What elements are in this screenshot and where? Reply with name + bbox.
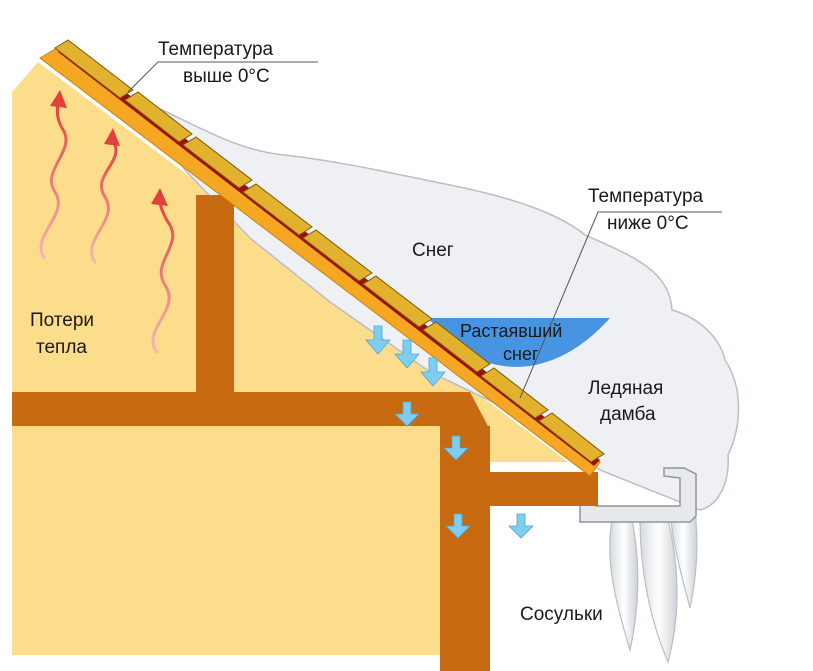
label-melted-line1: Растаявший bbox=[460, 321, 562, 341]
icicles bbox=[609, 509, 698, 664]
drip-arrow-6 bbox=[445, 513, 471, 539]
drip-arrow-7 bbox=[508, 513, 534, 539]
eave-joist bbox=[440, 472, 598, 506]
label-snow: Снег bbox=[412, 240, 454, 261]
label-heat-loss-line1: Потери bbox=[30, 310, 94, 331]
drip-arrow-5 bbox=[443, 435, 469, 461]
heat-arrowhead-2 bbox=[104, 128, 120, 146]
label-temp-above-line2: выше 0°C bbox=[183, 66, 270, 87]
drip-arrows bbox=[365, 325, 534, 539]
eave-block bbox=[440, 392, 490, 430]
heat-loss-arrows bbox=[39, 100, 175, 354]
leader-temp-above bbox=[127, 61, 318, 93]
drip-arrow-2 bbox=[394, 339, 420, 369]
label-icicles: Сосульки bbox=[520, 604, 603, 625]
leader-lines bbox=[127, 61, 722, 399]
wall-stud bbox=[440, 426, 490, 671]
drip-arrow-1 bbox=[365, 325, 391, 355]
attic-fill bbox=[12, 62, 568, 655]
label-temp-below-line1: Температура bbox=[588, 186, 704, 207]
heat-arrowhead-3 bbox=[151, 188, 168, 206]
label-temp-above-line1: Температура bbox=[158, 39, 274, 60]
heat-arrow-2 bbox=[90, 138, 118, 264]
label-ice-dam-line1: Ледяная bbox=[588, 378, 663, 399]
heat-arrow-1 bbox=[39, 100, 68, 260]
label-melted-line2: снег bbox=[503, 344, 539, 364]
attic-post bbox=[196, 195, 234, 395]
framing bbox=[12, 195, 598, 671]
drip-arrow-3 bbox=[420, 357, 446, 387]
label-ice-dam-line2: дамба bbox=[600, 404, 656, 425]
attic-floor-beam bbox=[12, 392, 448, 426]
label-temp-below-line2: ниже 0°C bbox=[607, 213, 689, 234]
snow-pile bbox=[132, 96, 740, 511]
shingles bbox=[54, 39, 605, 463]
heat-arrow-3 bbox=[151, 198, 175, 354]
roof-board bbox=[39, 44, 601, 477]
heat-arrowhead-1 bbox=[50, 90, 67, 108]
label-heat-loss-line2: тепла bbox=[36, 337, 87, 358]
leader-temp-below bbox=[519, 211, 722, 399]
drip-arrow-4 bbox=[394, 401, 420, 427]
